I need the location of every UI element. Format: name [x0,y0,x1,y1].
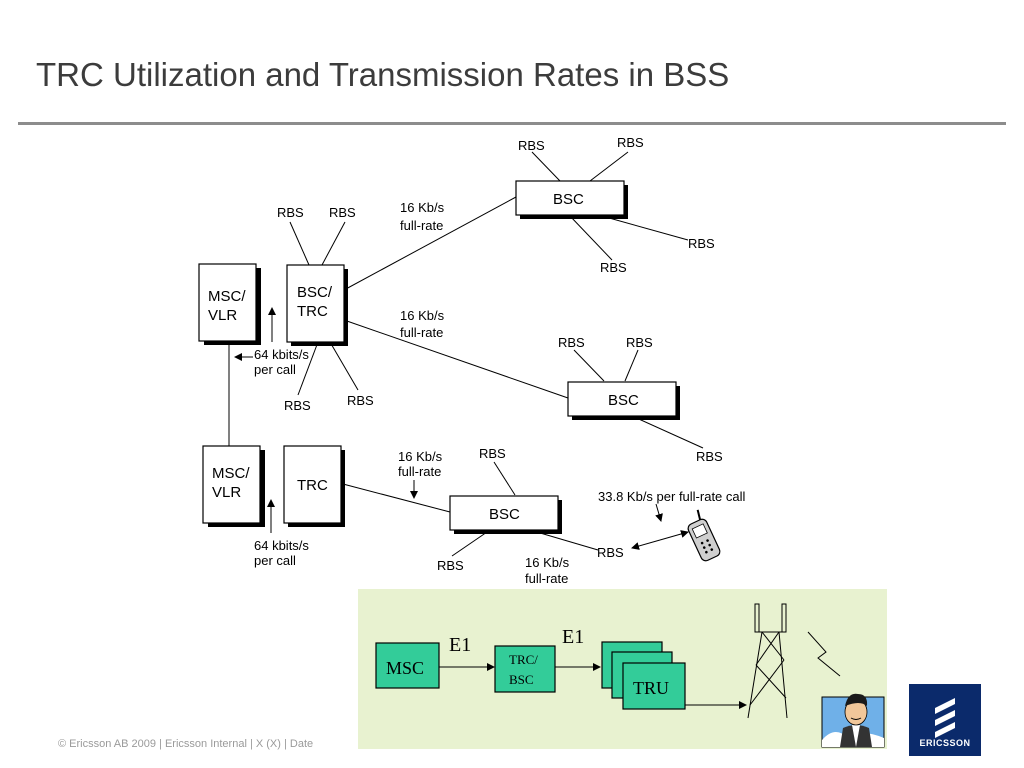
svg-text:TRC/: TRC/ [509,652,538,667]
mobile-phone-icon [687,509,721,562]
footer-text: © Ericsson AB 2009 | Ericsson Internal |… [58,738,314,750]
inset-trc-bsc-node [494,645,556,693]
svg-text:RBS: RBS [284,398,311,413]
svg-text:64 kbits/s: 64 kbits/s [254,347,309,362]
arrows [234,307,689,550]
svg-text:16 Kb/s: 16 Kb/s [398,449,443,464]
svg-text:RBS: RBS [277,205,304,220]
svg-text:TRC: TRC [297,303,328,320]
svg-text:RBS: RBS [600,260,627,275]
svg-text:16 Kb/s: 16 Kb/s [400,200,445,215]
rbs-labels: RBS RBS RBS RBS RBS RBS RBS RBS RBS RBS … [277,135,723,573]
svg-text:RBS: RBS [626,335,653,350]
page-title: TRC Utilization and Transmission Rates i… [36,56,730,93]
bsc-node-mid: BSC [567,381,680,420]
svg-text:64 kbits/s: 64 kbits/s [254,538,309,553]
links [228,151,704,557]
svg-text:VLR: VLR [212,484,241,501]
inset-tru-node [622,662,686,710]
svg-text:TRC: TRC [297,477,328,494]
rate-labels: 16 Kb/s full-rate 16 Kb/s full-rate 16 K… [254,200,746,586]
bsc-trc-node: BSC/ TRC [286,264,348,346]
user-person-icon [821,693,885,748]
svg-text:BSC: BSC [509,672,534,687]
svg-text:full-rate: full-rate [400,325,443,340]
svg-text:full-rate: full-rate [400,218,443,233]
svg-text:16 Kb/s: 16 Kb/s [400,308,445,323]
inset-panel: MSC E1 E1 TRC/ BSC TRU [358,589,887,749]
title-divider [18,122,1006,125]
svg-text:per call: per call [254,362,296,377]
svg-text:RBS: RBS [696,449,723,464]
svg-text:RBS: RBS [329,205,356,220]
radio-signal-icon [807,631,841,677]
svg-text:RBS: RBS [617,135,644,150]
svg-text:VLR: VLR [208,307,237,324]
svg-text:RBS: RBS [597,545,624,560]
svg-text:RBS: RBS [688,236,715,251]
svg-text:BSC: BSC [489,506,520,523]
svg-text:RBS: RBS [558,335,585,350]
svg-text:BSC: BSC [553,191,584,208]
svg-text:full-rate: full-rate [525,571,568,586]
svg-text:E1: E1 [449,634,471,656]
svg-text:RBS: RBS [518,138,545,153]
svg-text:33.8 Kb/s per full-rate call: 33.8 Kb/s per full-rate call [598,489,746,504]
svg-text:MSC/: MSC/ [208,288,246,305]
trc-node: TRC [283,445,345,527]
logo-wordmark: ERICSSON [919,738,971,748]
bsc-node-bottom: BSC [449,495,562,534]
msc-vlr-node-2: MSC/ VLR [202,445,265,527]
inset-msc-node [375,642,440,689]
svg-text:16 Kb/s: 16 Kb/s [525,555,570,570]
ericsson-logo: ERICSSON [909,684,981,756]
svg-text:E1: E1 [562,626,584,648]
svg-text:full-rate: full-rate [398,464,441,479]
svg-text:RBS: RBS [479,446,506,461]
svg-text:per call: per call [254,553,296,568]
svg-text:TRU: TRU [633,678,669,698]
msc-vlr-node-1: MSC/ VLR [198,263,261,345]
antenna-tower-icon [747,603,788,719]
svg-text:RBS: RBS [347,393,374,408]
svg-text:BSC: BSC [608,392,639,409]
ericsson-mark-icon [935,698,955,738]
svg-text:BSC/: BSC/ [297,284,333,301]
svg-text:MSC/: MSC/ [212,465,250,482]
svg-text:RBS: RBS [437,558,464,573]
svg-text:MSC: MSC [386,658,424,678]
bsc-node-top: BSC [515,180,628,219]
